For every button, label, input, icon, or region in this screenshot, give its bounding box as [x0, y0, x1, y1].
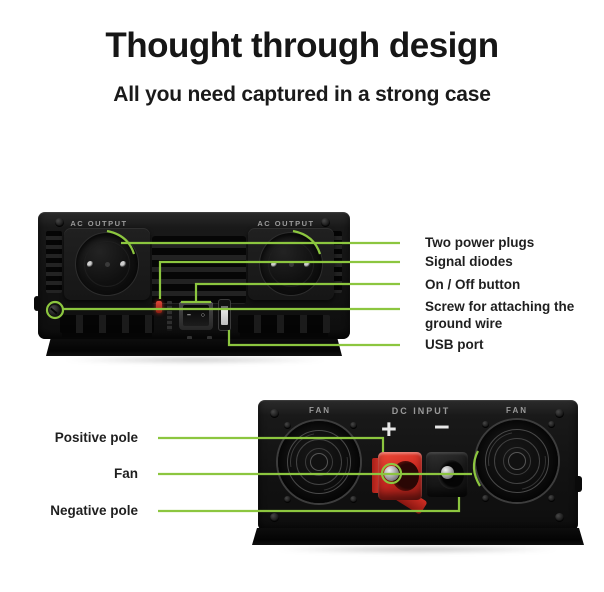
- fan-label-right: FAN: [506, 406, 528, 415]
- ac-socket-left: [75, 232, 139, 296]
- center-vent-slats: [152, 236, 246, 304]
- positive-terminal-bolt: [384, 466, 399, 481]
- label-two-power-plugs: Two power plugs: [425, 235, 535, 250]
- socket-pin-icon: [120, 261, 127, 268]
- switch-circle-mark: ○: [200, 312, 205, 319]
- page-title: Thought through design: [105, 26, 499, 65]
- screw-icon: [555, 409, 564, 418]
- label-on-off-button: On / Off button: [425, 277, 521, 292]
- ac-output-label-left: AC OUTPUT: [70, 219, 128, 228]
- screw-icon: [548, 495, 555, 502]
- switch-line-mark: –: [187, 312, 191, 319]
- front-device-shadow: [60, 357, 330, 363]
- side-knob-icon: [34, 296, 40, 311]
- label-ground-screw: Screw for attaching the ground wire: [425, 299, 575, 331]
- page-subtitle: All you need captured in a strong case: [113, 83, 491, 106]
- screw-icon: [350, 422, 357, 429]
- usb-connector-icon: [221, 305, 228, 325]
- lower-vent-left: [60, 315, 154, 333]
- screw-icon: [270, 513, 279, 522]
- label-fan: Fan: [113, 466, 138, 481]
- screw-icon: [284, 422, 291, 429]
- fan-right: [476, 420, 558, 502]
- vent-slots-left: [46, 231, 62, 293]
- signal-diode-led: [156, 301, 162, 313]
- screw-icon: [482, 495, 489, 502]
- socket-plate-left: [64, 228, 150, 300]
- screw-icon: [270, 409, 279, 418]
- screw-icon: [555, 513, 564, 522]
- negative-terminal-bolt: [441, 466, 454, 479]
- socket-plate-right: [248, 228, 334, 300]
- label-usb-port: USB port: [425, 337, 484, 352]
- front-device-base: [46, 339, 342, 356]
- screw-icon: [321, 218, 330, 227]
- negative-terminal-tab: [430, 445, 456, 455]
- label-signal-diodes: Signal diodes: [425, 254, 513, 269]
- inverter-front-view: AC OUTPUT AC OUTPUT – ○: [34, 212, 350, 343]
- lower-vent-right: [238, 315, 330, 333]
- inverter-back-view: FAN DC INPUT FAN + −: [258, 400, 582, 531]
- fan-label-left: FAN: [309, 406, 331, 415]
- socket-screw-icon: [289, 262, 294, 267]
- socket-pin-icon: [87, 261, 94, 268]
- on-off-switch: – ○: [179, 301, 213, 330]
- fan-left: [278, 421, 360, 503]
- minus-sign: −: [434, 412, 450, 442]
- back-device-shadow: [272, 546, 562, 553]
- side-knob-icon: [575, 476, 582, 492]
- socket-pin-icon: [271, 261, 278, 268]
- ac-output-label-right: AC OUTPUT: [257, 219, 315, 228]
- ac-socket-right: [259, 232, 323, 296]
- socket-pin-icon: [304, 261, 311, 268]
- label-positive-pole: Positive pole: [54, 430, 138, 445]
- usb-port: [218, 299, 231, 331]
- screw-icon: [548, 421, 555, 428]
- screw-icon: [350, 496, 357, 503]
- back-device-base: [252, 528, 584, 545]
- screw-icon: [482, 421, 489, 428]
- screw-icon: [55, 218, 64, 227]
- indicator-text-strip: [167, 301, 172, 331]
- screw-icon: [284, 496, 291, 503]
- plus-sign: +: [381, 414, 397, 444]
- switch-rocker: – ○: [183, 305, 209, 326]
- dc-input-label: DC INPUT: [391, 406, 451, 416]
- positive-terminal-flange: [372, 458, 381, 493]
- ground-screw: [49, 305, 60, 316]
- label-negative-pole: Negative pole: [50, 503, 138, 518]
- socket-screw-icon: [105, 262, 110, 267]
